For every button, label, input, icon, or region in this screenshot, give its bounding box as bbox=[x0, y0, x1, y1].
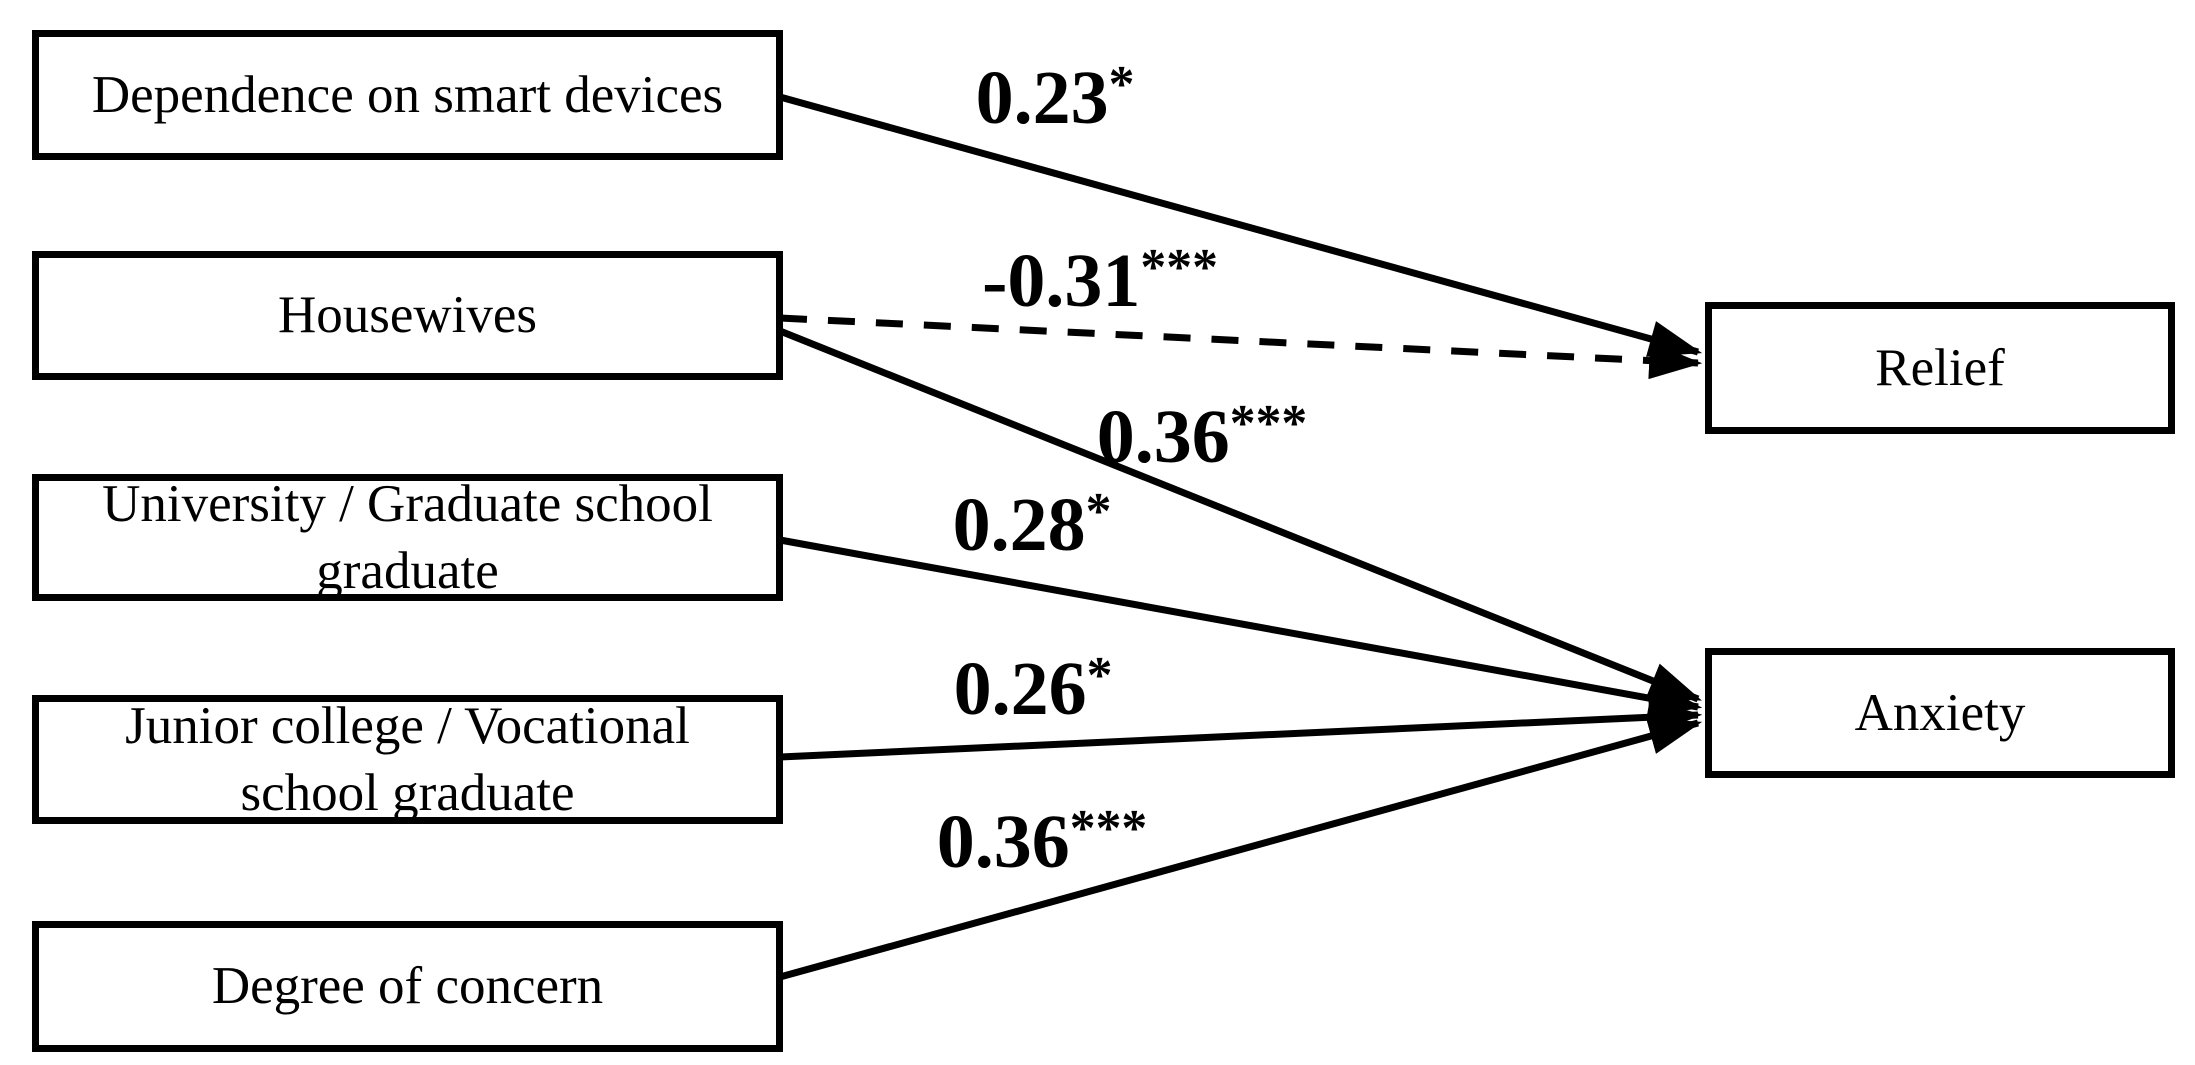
coefficient-label-junior-college-to-anxiety: 0.26* bbox=[954, 650, 1113, 727]
coefficient-value: -0.31 bbox=[982, 239, 1141, 323]
node-label: Degree of concern bbox=[211, 957, 604, 1016]
significance-stars: * bbox=[1085, 483, 1112, 541]
node-degree-of-concern: Degree of concern bbox=[32, 921, 783, 1052]
coefficient-value: 0.23 bbox=[975, 56, 1109, 140]
node-label: Housewives bbox=[277, 286, 538, 345]
node-relief: Relief bbox=[1705, 302, 2175, 434]
arrow-housewives-to-relief-dashed bbox=[779, 314, 1703, 380]
significance-stars: *** bbox=[1069, 800, 1148, 858]
node-label: University / Graduate school graduate bbox=[102, 475, 713, 600]
node-housewives: Housewives bbox=[32, 251, 783, 380]
node-university-graduate-school-graduate: University / Graduate school graduate bbox=[32, 474, 783, 601]
arrow-housewives-to-anxiety bbox=[778, 327, 1702, 703]
coefficient-value: 0.26 bbox=[953, 647, 1087, 731]
node-label: Relief bbox=[1875, 338, 2005, 397]
arrow-degree-of-concern-to-anxiety bbox=[779, 718, 1703, 981]
node-dependence-on-smart-devices: Dependence on smart devices bbox=[32, 30, 783, 160]
significance-stars: *** bbox=[1140, 239, 1218, 297]
coefficient-value: 0.36 bbox=[1096, 395, 1230, 479]
coefficient-value: 0.36 bbox=[936, 800, 1070, 884]
coefficient-label-university-to-anxiety: 0.28* bbox=[953, 486, 1112, 563]
significance-stars: *** bbox=[1229, 395, 1308, 453]
node-label: Anxiety bbox=[1854, 683, 2026, 742]
node-label: Junior college / Vocational school gradu… bbox=[125, 697, 690, 822]
coefficient-value: 0.28 bbox=[952, 483, 1086, 567]
arrow-university-to-anxiety bbox=[779, 536, 1703, 717]
node-anxiety: Anxiety bbox=[1705, 648, 2175, 778]
significance-stars: * bbox=[1108, 56, 1135, 114]
node-label: Dependence on smart devices bbox=[91, 65, 724, 124]
arrow-dependence-to-relief bbox=[779, 93, 1703, 357]
coefficient-label-degree-of-concern-to-anxiety: 0.36*** bbox=[937, 803, 1148, 880]
node-junior-college-vocational-school-graduate: Junior college / Vocational school gradu… bbox=[32, 695, 783, 824]
coefficient-label-dependence-to-relief: 0.23* bbox=[976, 59, 1135, 136]
significance-stars: * bbox=[1086, 647, 1113, 705]
coefficient-label-housewives-to-relief: -0.31*** bbox=[982, 242, 1218, 319]
coefficient-label-housewives-to-anxiety: 0.36*** bbox=[1097, 398, 1308, 475]
arrow-junior-college-to-anxiety bbox=[779, 698, 1703, 761]
